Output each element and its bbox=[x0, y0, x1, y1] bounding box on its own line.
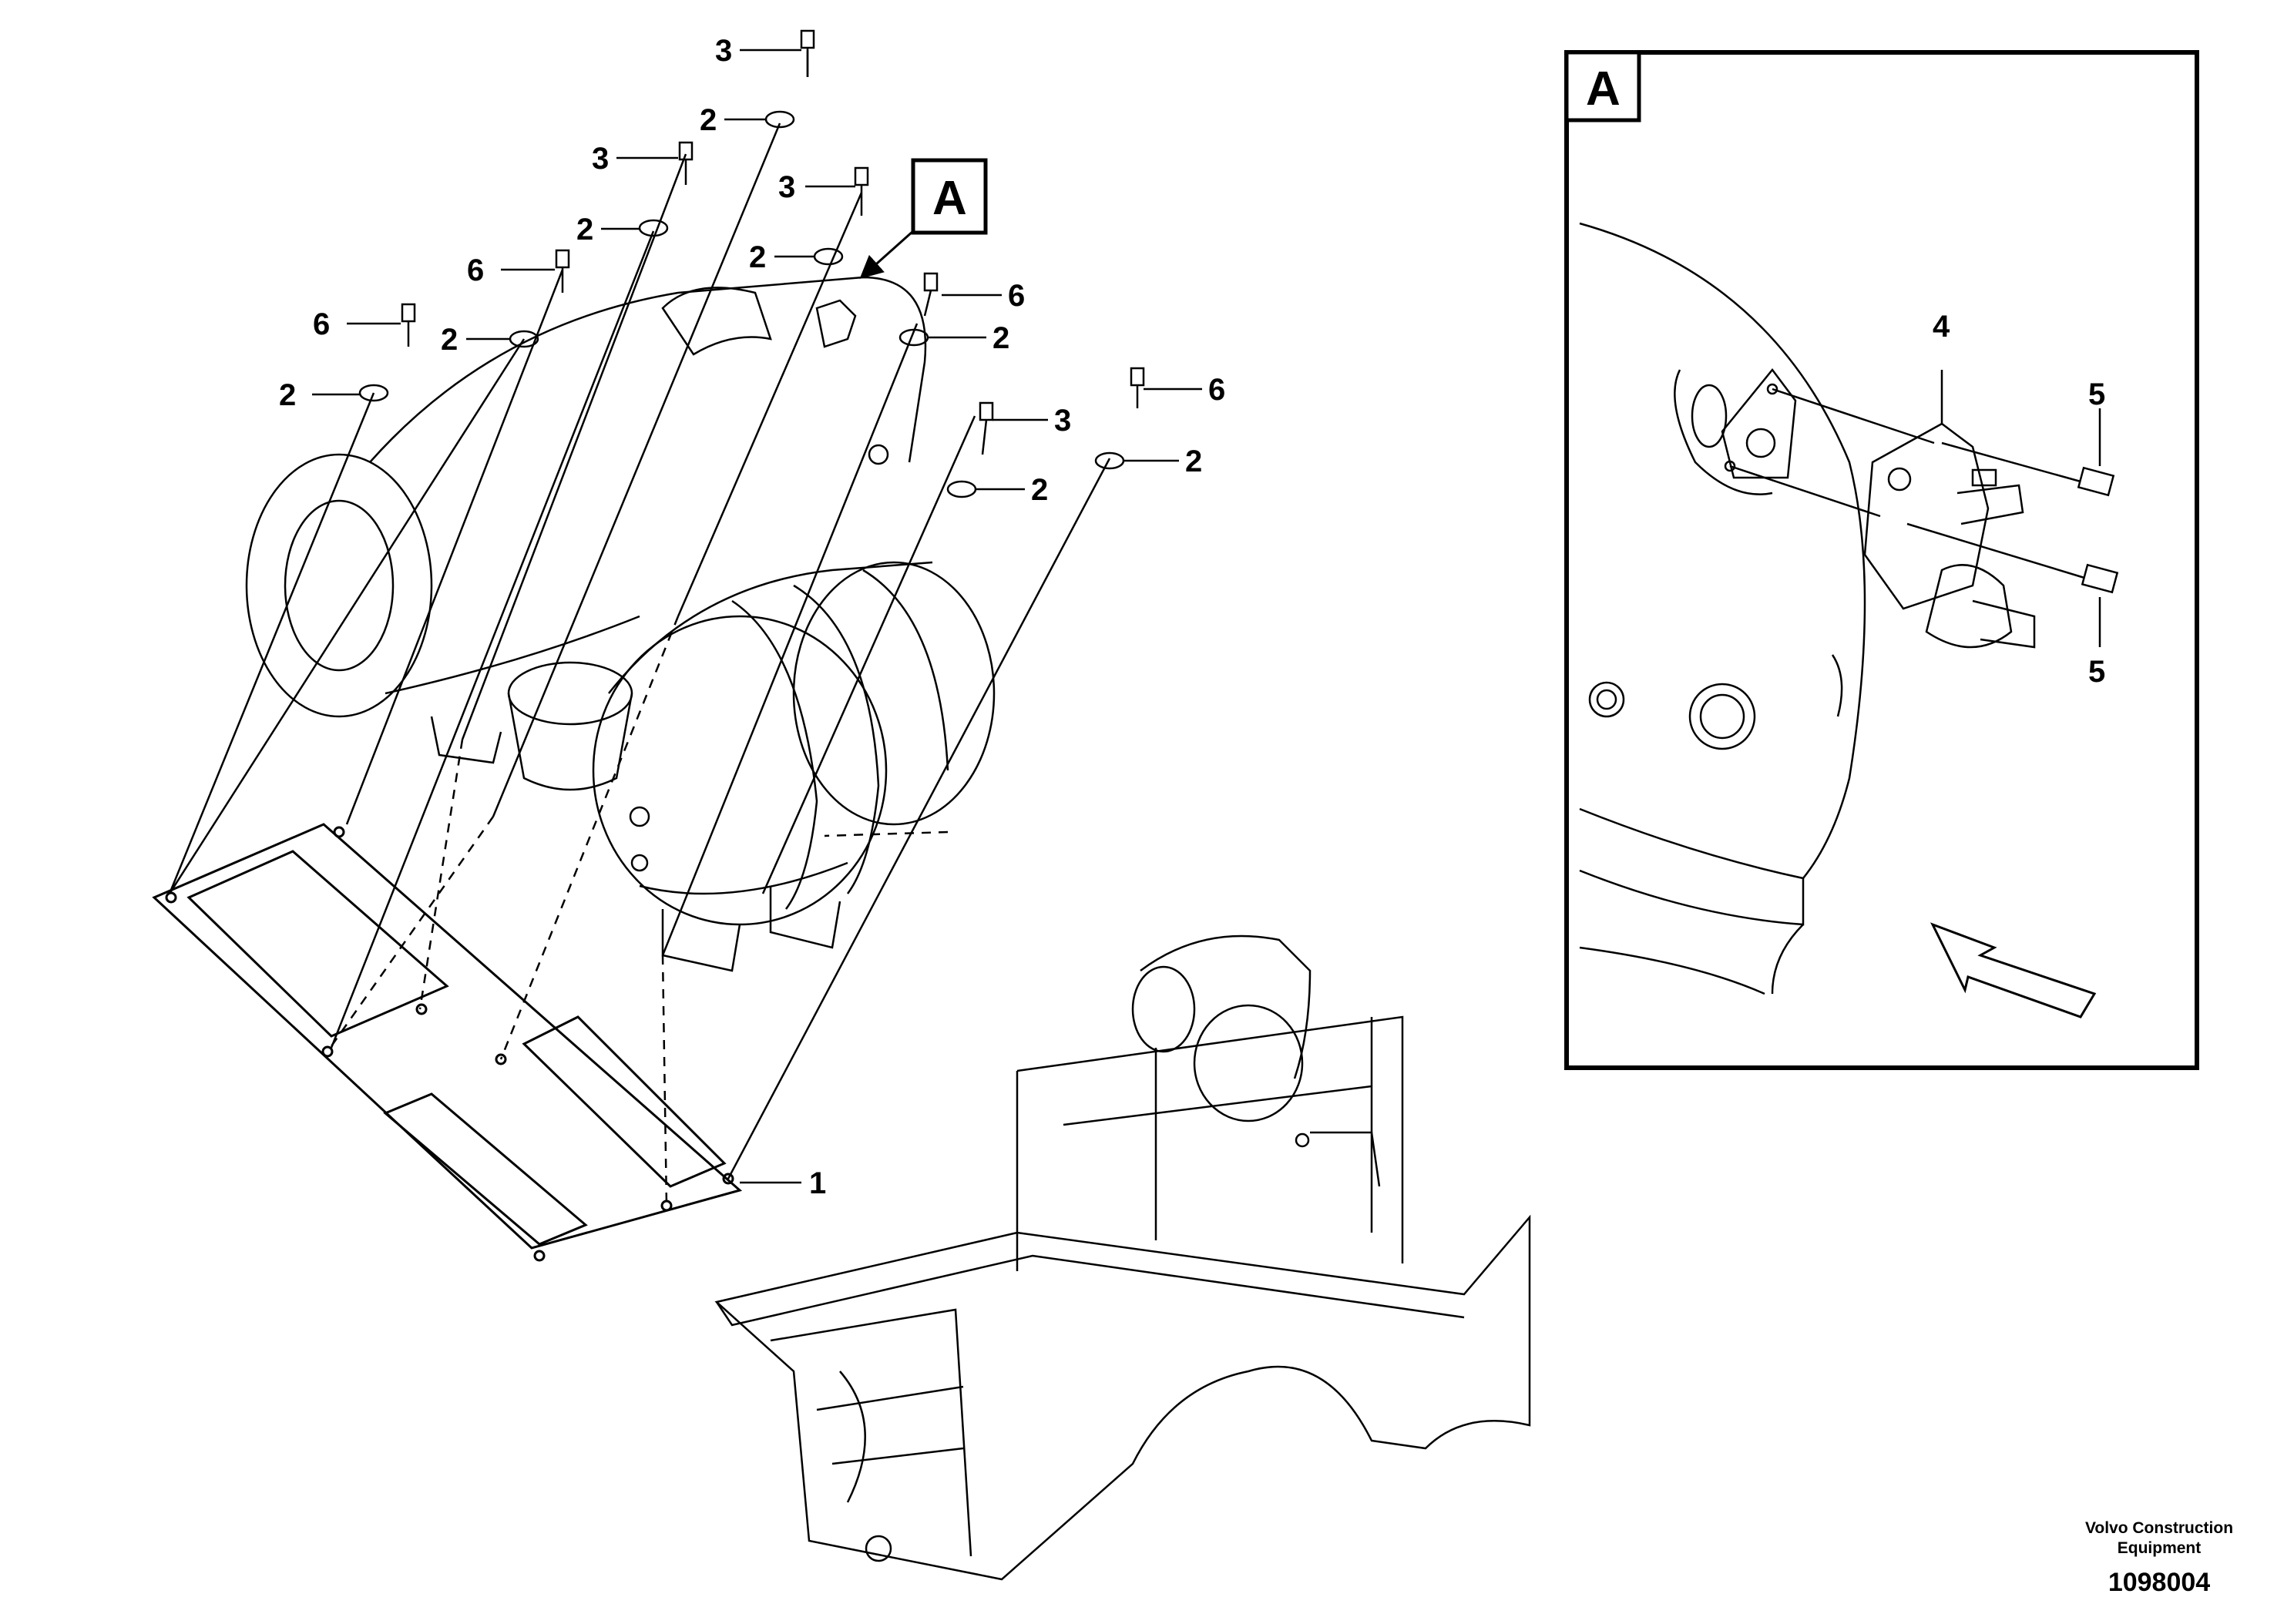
detail-label: A bbox=[1586, 62, 1621, 116]
detail-assembly-lines bbox=[1729, 370, 2101, 647]
bolt-6d bbox=[1130, 367, 1145, 408]
callout-3: 3 bbox=[778, 170, 795, 204]
callout-5: 5 bbox=[2088, 377, 2105, 411]
fasteners bbox=[358, 29, 1145, 498]
detail-view-a: A bbox=[1564, 50, 2199, 1070]
bolt-6b bbox=[401, 303, 416, 347]
callout-3: 3 bbox=[1054, 404, 1071, 438]
callout-2: 2 bbox=[1185, 445, 1202, 478]
document-number: 1098004 bbox=[2108, 1568, 2210, 1597]
callout-4: 4 bbox=[1933, 310, 1950, 344]
bolt-3c bbox=[854, 166, 869, 216]
callout-3: 3 bbox=[715, 34, 732, 68]
bolt-6a bbox=[555, 249, 570, 293]
callout-2: 2 bbox=[1031, 473, 1048, 507]
arrow-icon bbox=[1930, 922, 2097, 1018]
callout-2: 2 bbox=[576, 213, 593, 247]
callout-2: 2 bbox=[279, 378, 296, 412]
detail-flange bbox=[1721, 367, 1797, 479]
bolt-6c bbox=[923, 272, 939, 317]
washer-2e bbox=[358, 384, 389, 402]
callout-1: 1 bbox=[809, 1166, 826, 1200]
washer-2i bbox=[946, 480, 977, 498]
detail-bolts-5 bbox=[1906, 441, 2119, 594]
bolt-3d bbox=[979, 401, 994, 455]
callout-5: 5 bbox=[2088, 655, 2105, 689]
detail-housing bbox=[1579, 222, 1866, 995]
machine-frame bbox=[714, 934, 1531, 1581]
callout-numbers: 3 2 3 2 6 2 3 2 6 2 6 2 6 2 3 2 1 bbox=[279, 34, 1225, 1200]
washer-2h bbox=[1094, 451, 1125, 470]
callout-leaders bbox=[312, 49, 1202, 1184]
aftertreatment-assembly bbox=[245, 276, 996, 972]
callout-3: 3 bbox=[592, 142, 609, 176]
footer: Volvo Construction Equipment 1098004 bbox=[2085, 1519, 2233, 1597]
callout-6: 6 bbox=[313, 307, 330, 341]
callout-6: 6 bbox=[467, 253, 484, 287]
callout-2: 2 bbox=[441, 323, 458, 357]
detail-label-box bbox=[1564, 50, 1641, 122]
bolt-3a bbox=[800, 29, 815, 77]
brand-line-1: Volvo Construction bbox=[2085, 1519, 2233, 1537]
brand-line-2: Equipment bbox=[2118, 1539, 2202, 1557]
bolt-3b bbox=[678, 141, 694, 185]
callout-6: 6 bbox=[1208, 373, 1225, 407]
callout-2: 2 bbox=[992, 321, 1009, 355]
mounting-plate bbox=[152, 823, 743, 1262]
hidden-assembly-lines bbox=[326, 616, 949, 1206]
washer-2c bbox=[813, 247, 844, 266]
callout-6: 6 bbox=[1008, 279, 1025, 313]
callout-2: 2 bbox=[700, 103, 717, 137]
view-marker-letter: A bbox=[932, 172, 967, 225]
view-marker-a: A bbox=[859, 158, 988, 279]
callout-2: 2 bbox=[749, 240, 766, 274]
detail-frame bbox=[1564, 50, 2199, 1070]
